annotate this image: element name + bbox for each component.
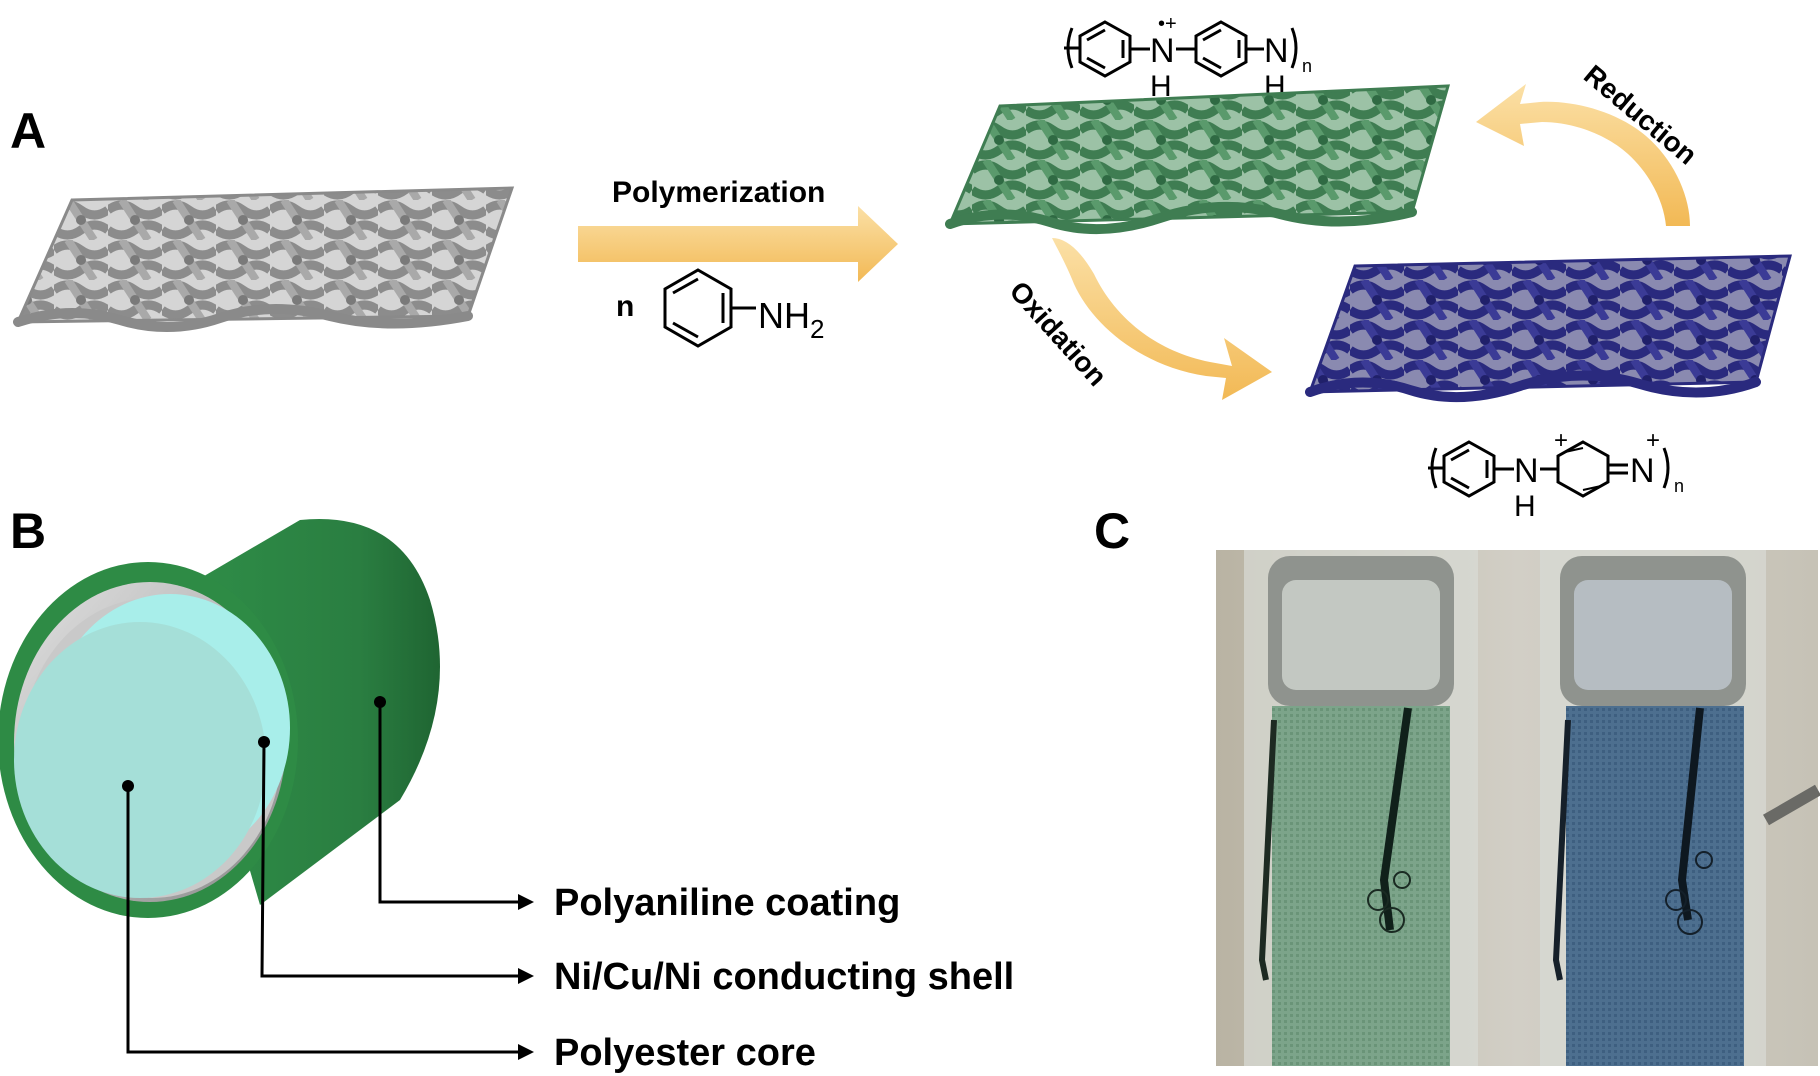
polymerization-arrow	[578, 206, 898, 282]
reduction-arrow	[1476, 84, 1690, 226]
bare-fabric	[13, 186, 515, 333]
shell-label: Ni/Cu/Ni conducting shell	[554, 956, 1014, 998]
oxidation-arrow	[1052, 238, 1272, 400]
charge2-bottom: +	[1646, 427, 1660, 454]
panel-c-letter: C	[1094, 503, 1130, 559]
polymerization-label: Polymerization	[612, 176, 825, 209]
monomer-coefficient: n	[616, 290, 634, 323]
green-state-cuvette	[1244, 550, 1478, 1066]
panel-b-letter: B	[10, 503, 46, 559]
core-leader	[122, 780, 534, 1060]
core-label: Polyester core	[554, 1032, 816, 1074]
monomer-amine: NH2	[758, 295, 824, 344]
amine-n2-top: N	[1264, 32, 1289, 70]
coating-leader	[374, 696, 534, 910]
aniline-monomer: n NH2	[616, 268, 824, 348]
amine-n1-bottom: N	[1514, 452, 1539, 490]
emeraldine-salt-structure: N •+ H N H n	[1064, 13, 1312, 103]
fiber-cross-section	[0, 519, 440, 918]
charge1-top: •+	[1158, 13, 1177, 35]
imine-n2-bottom: N	[1630, 452, 1655, 490]
amine-n1-top: N	[1150, 32, 1175, 70]
blue-state-cuvette	[1540, 550, 1766, 1066]
repeat-n-bottom: n	[1674, 476, 1684, 496]
charge1-bottom: +	[1554, 427, 1568, 454]
coating-label: Polyaniline coating	[554, 882, 900, 924]
shell-leader	[258, 736, 534, 984]
amine-h1-bottom: H	[1514, 490, 1536, 523]
panel-a-letter: A	[10, 103, 46, 159]
core-layer	[14, 622, 266, 898]
green-polyaniline-fabric	[945, 84, 1451, 235]
pernigraniline-structure: N + H N + n	[1428, 427, 1684, 523]
blue-polyaniline-fabric	[1305, 254, 1792, 403]
cuvette-photo	[1216, 550, 1820, 1066]
repeat-n-top: n	[1302, 56, 1312, 76]
amine-h1-top: H	[1150, 70, 1172, 103]
